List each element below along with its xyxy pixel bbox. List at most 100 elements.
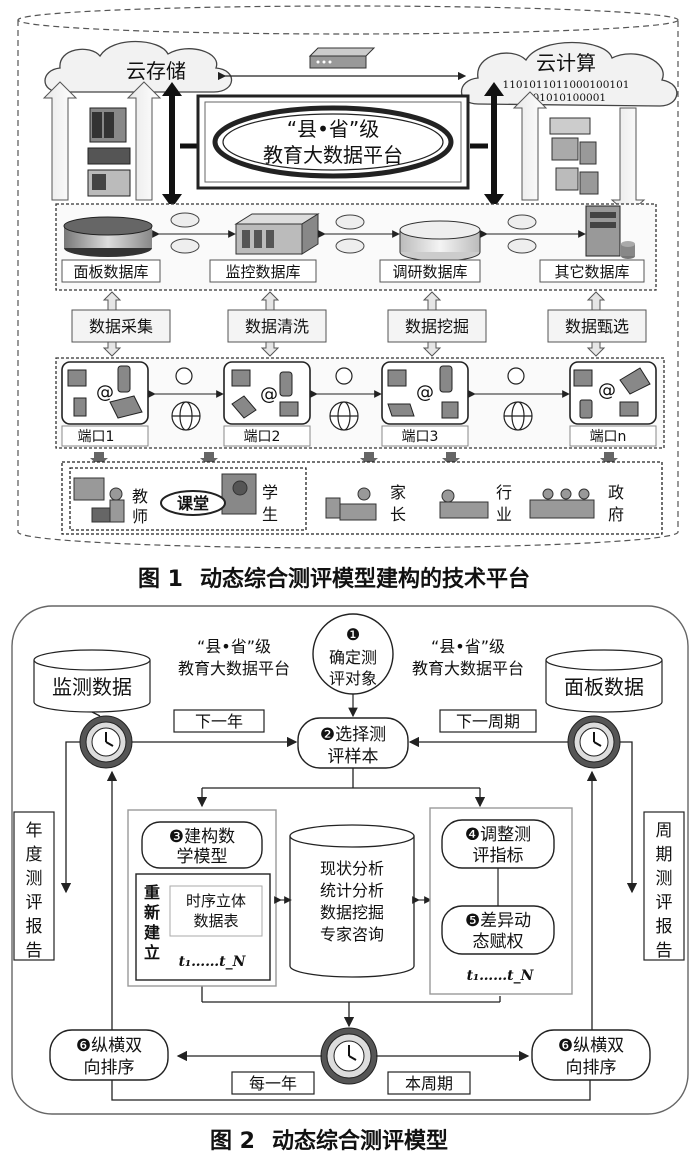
cloud-storage-label: 云存储 xyxy=(126,59,186,83)
cloud-storage-shape xyxy=(44,40,233,93)
figure1-caption-number: 图 1 xyxy=(138,567,183,592)
step6-right-line2: 向排序 xyxy=(566,1058,617,1078)
svg-text:政: 政 xyxy=(608,483,624,502)
svg-text:业: 业 xyxy=(496,505,512,524)
svg-text:建: 建 xyxy=(144,923,160,942)
figure-2: 监测数据 面板数据 “县•省”级 教育大数据平台 “县•省”级 教育大数据平台 … xyxy=(11,605,689,1154)
period-report-label: 周 期 测 评 报 告 xyxy=(656,821,673,961)
step5-box xyxy=(441,905,555,955)
port-label-3: 端口3 xyxy=(402,429,439,445)
analysis-line4: 专家咨询 xyxy=(320,925,384,944)
clock-bottom-icon xyxy=(320,1027,378,1085)
each-year-tag xyxy=(231,1071,315,1095)
svg-text:学: 学 xyxy=(262,483,278,502)
svg-text:评: 评 xyxy=(26,893,43,913)
svg-text:报: 报 xyxy=(656,917,673,937)
platform-ellipse-inner xyxy=(222,113,444,171)
step6-left-box xyxy=(49,1029,169,1081)
globe-icons xyxy=(171,367,533,431)
analysis-line1: 现状分析 xyxy=(320,859,384,878)
thick-double-arrows xyxy=(169,90,497,200)
time-sequence-left: t₁……t_N xyxy=(179,954,247,970)
outer-cylinder-top xyxy=(17,5,679,35)
tensor-table-box xyxy=(169,885,263,937)
database-labels: 面板数据库 监控数据库 调研数据库 其它数据库 xyxy=(61,259,645,283)
port-label-1: 端口1 xyxy=(78,429,115,445)
side-up-arrows xyxy=(42,81,646,215)
panel-data-label: 面板数据 xyxy=(564,675,644,699)
period-report-box xyxy=(643,811,685,961)
svg-text:师: 师 xyxy=(132,507,148,526)
svg-text:@: @ xyxy=(260,384,278,405)
user-figures xyxy=(73,473,595,523)
this-period-label: 本周期 xyxy=(405,1074,453,1093)
outer-cylinder-body xyxy=(17,20,679,549)
figure1-caption-text: 动态综合测评模型建构的技术平台 xyxy=(200,566,530,592)
step5-line1: ❺差异动 xyxy=(465,911,531,931)
flow-arrows xyxy=(60,711,638,1101)
svg-text:立: 立 xyxy=(144,943,160,962)
svg-text:府: 府 xyxy=(608,505,624,524)
svg-text:度: 度 xyxy=(26,845,43,865)
step1-number: ❶ xyxy=(346,625,360,644)
survey-database-icon xyxy=(399,220,481,262)
panel-database-icon xyxy=(63,216,153,257)
step6-left-line1: ❻纵横双 xyxy=(76,1036,142,1056)
platform-left-line2: 教育大数据平台 xyxy=(178,659,290,678)
classroom-ellipse xyxy=(160,490,226,516)
platform-left-line1: “县•省”级 xyxy=(197,637,271,656)
annual-report-label: 年 度 测 评 报 告 xyxy=(26,821,43,961)
step3-box xyxy=(141,821,263,869)
port-labels: 端口1 端口2 端口3 端口n xyxy=(61,425,657,447)
clock-left-icon xyxy=(79,715,133,769)
step4-line1: ❹调整测 xyxy=(465,825,531,845)
process-clean: 数据清洗 xyxy=(245,317,309,336)
binary-line-2: 101010100001 xyxy=(526,92,606,104)
figure2-caption-number: 图 2 xyxy=(210,1129,255,1154)
step6-right-box xyxy=(531,1029,651,1081)
next-year-tag xyxy=(173,709,265,733)
step1-line1: 确定测 xyxy=(329,648,377,667)
cloud-compute-shape xyxy=(461,41,678,107)
svg-text:评: 评 xyxy=(656,893,673,913)
svg-text:@: @ xyxy=(96,382,114,403)
svg-text:教: 教 xyxy=(132,487,148,506)
svg-text:测: 测 xyxy=(656,869,673,889)
rebuild-label: 重 新 建 立 xyxy=(144,883,160,962)
platform-right-line1: “县•省”级 xyxy=(431,637,505,656)
classroom-label: 课堂 xyxy=(177,494,209,513)
process-mine: 数据挖掘 xyxy=(405,317,469,336)
other-database-icon xyxy=(585,205,635,259)
step5-line2: 态赋权 xyxy=(473,932,524,952)
database-link-icons xyxy=(170,212,537,254)
next-year-label: 下一年 xyxy=(195,712,243,731)
thick-arrow-heads xyxy=(162,82,504,208)
cloud-compute-label: 云计算 xyxy=(536,51,596,75)
each-year-label: 每一年 xyxy=(249,1074,297,1093)
next-period-tag xyxy=(439,709,537,733)
tensor-table-line2: 数据表 xyxy=(193,912,238,930)
router-icon xyxy=(308,47,376,69)
svg-text:长: 长 xyxy=(390,505,406,524)
port-label-2: 端口2 xyxy=(244,429,281,445)
process-arrows xyxy=(102,291,606,357)
platform-ellipse-outer xyxy=(212,105,454,179)
svg-text:生: 生 xyxy=(262,505,278,524)
step3-line1: ❸建构数 xyxy=(169,827,235,847)
step2-line2: 评样本 xyxy=(328,747,379,767)
monitor-data-cylinder xyxy=(33,649,151,713)
port-device-icons xyxy=(67,365,651,419)
database-label-panel: 面板数据库 xyxy=(73,263,148,281)
process-boxes: 数据采集 数据清洗 数据挖掘 数据甄选 xyxy=(71,309,647,343)
storage-devices-icon xyxy=(87,107,131,197)
monitor-database-icon xyxy=(234,213,320,255)
user-down-arrows xyxy=(90,452,618,466)
process-select: 数据甄选 xyxy=(565,317,629,336)
next-period-label: 下一周期 xyxy=(456,712,520,731)
database-label-monitor: 监控数据库 xyxy=(225,263,300,281)
step6-left-line2: 向排序 xyxy=(84,1058,135,1078)
svg-text:家: 家 xyxy=(390,483,406,502)
process-collect: 数据采集 xyxy=(89,317,153,336)
monitor-data-label: 监测数据 xyxy=(52,675,132,699)
